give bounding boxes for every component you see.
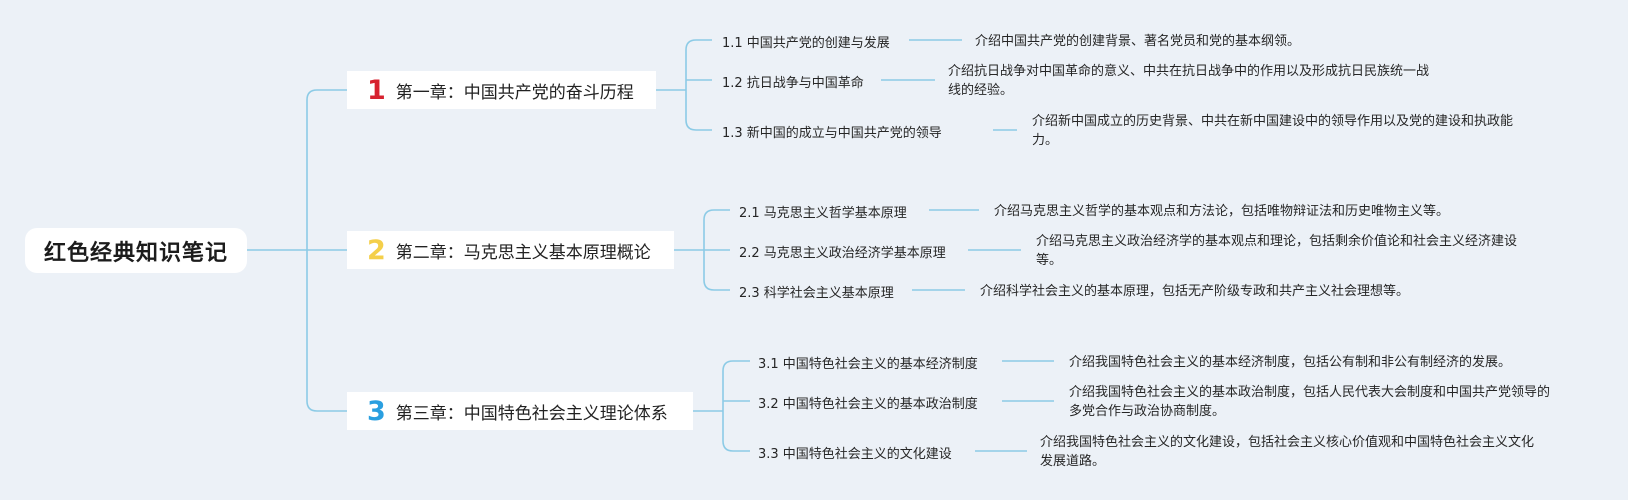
section-description-3-1: 介绍我国特色社会主义的基本经济制度，包括公有制和非公有制经济的发展。	[1069, 355, 1512, 370]
chapter-number: 1	[367, 74, 386, 106]
section-description-1-3: 介绍新中国成立的历史背景、中共在新中国建设中的领导作用以及党的建设和执政能力。	[1032, 114, 1514, 148]
section-node-1-1[interactable]: 1.1 中国共产党的创建与发展	[722, 36, 890, 51]
section-node-3-2[interactable]: 3.2 中国特色社会主义的基本政治制度	[758, 397, 978, 412]
chapter-number: 3	[367, 395, 386, 427]
section-node-1-2[interactable]: 1.2 抗日战争与中国革命	[722, 76, 864, 91]
section-node-3-3[interactable]: 3.3 中国特色社会主义的文化建设	[758, 447, 952, 462]
chapter-title: 第一章：中国共产党的奋斗历程	[395, 82, 634, 103]
section-description-1-2: 介绍抗日战争对中国革命的意义、中共在抗日战争中的作用以及形成抗日民族统一战线的经…	[948, 64, 1430, 98]
chapter-number: 2	[367, 234, 386, 266]
section-node-2-1[interactable]: 2.1 马克思主义哲学基本原理	[739, 206, 907, 221]
chapter-title: 第三章：中国特色社会主义理论体系	[395, 403, 668, 424]
chapter-node-1[interactable]: 1 第一章：中国共产党的奋斗历程	[347, 71, 656, 109]
section-description-2-1: 介绍马克思主义哲学的基本观点和方法论，包括唯物辩证法和历史唯物主义等。	[994, 204, 1450, 219]
section-description-2-3: 介绍科学社会主义的基本原理，包括无产阶级专政和共产主义社会理想等。	[980, 284, 1410, 299]
section-node-3-1[interactable]: 3.1 中国特色社会主义的基本经济制度	[758, 357, 978, 372]
chapter-title: 第二章：马克思主义基本原理概论	[395, 242, 651, 263]
mindmap-title: 红色经典知识笔记	[43, 240, 228, 266]
section-description-3-3: 介绍我国特色社会主义的文化建设，包括社会主义核心价值观和中国特色社会主义文化发展…	[1040, 435, 1535, 469]
section-description-3-2: 介绍我国特色社会主义的基本政治制度，包括人民代表大会制度和中国共产党领导的多党合…	[1069, 385, 1551, 419]
root-node[interactable]: 红色经典知识笔记	[25, 228, 247, 273]
section-node-1-3[interactable]: 1.3 新中国的成立与中国共产党的领导	[722, 126, 942, 141]
section-node-2-3[interactable]: 2.3 科学社会主义基本原理	[739, 286, 894, 301]
section-description-1-1: 介绍中国共产党的创建背景、著名党员和党的基本纲领。	[975, 34, 1301, 49]
chapter-node-2[interactable]: 2 第二章：马克思主义基本原理概论	[347, 231, 674, 269]
chapter-node-3[interactable]: 3 第三章：中国特色社会主义理论体系	[347, 392, 693, 430]
section-description-2-2: 介绍马克思主义政治经济学的基本观点和理论，包括剩余价值论和社会主义经济建设等。	[1036, 234, 1518, 268]
section-node-2-2[interactable]: 2.2 马克思主义政治经济学基本原理	[739, 246, 946, 261]
